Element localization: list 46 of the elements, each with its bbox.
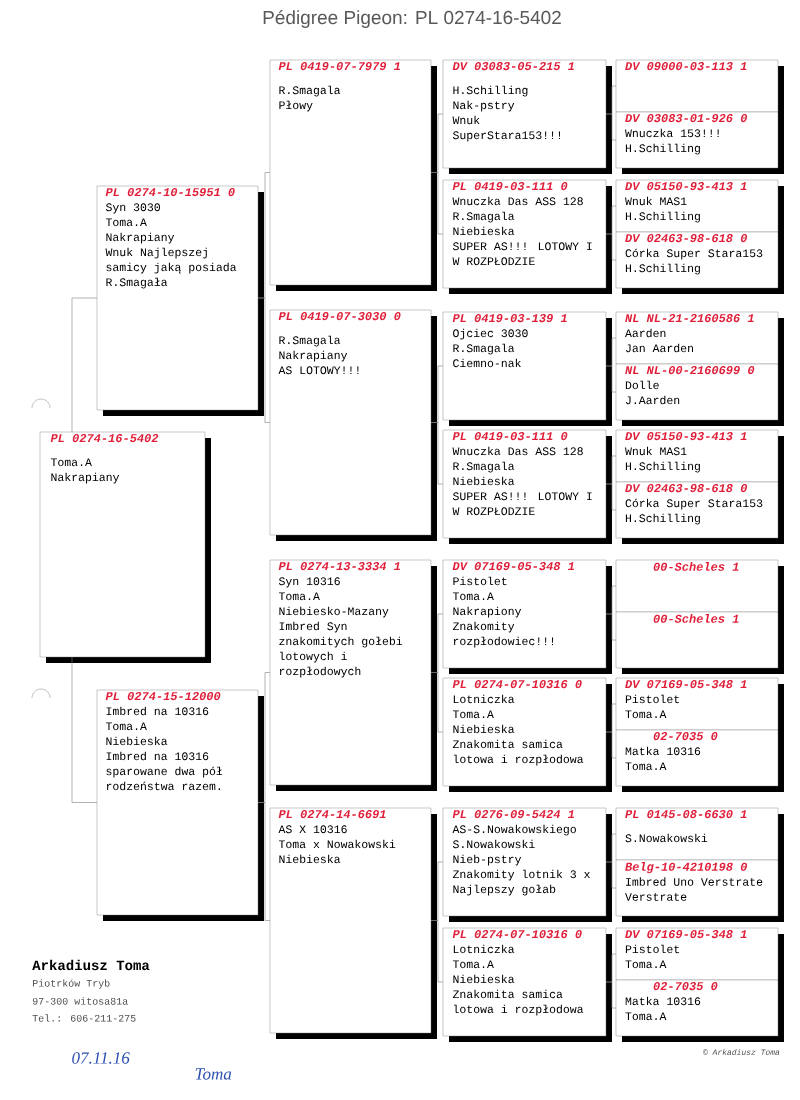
pedigree-card: PL 0274-07-10316 0 Lotniczka Toma.A Niebieska Znakomita samica lotowa i rozpłodowa — [442, 927, 612, 1042]
connector-line — [605, 233, 617, 261]
signature: Toma — [195, 1068, 232, 1080]
pedigree-card: 02-7035 0 Matka 10316 Toma.A — [615, 729, 784, 792]
connector-line — [605, 861, 617, 889]
connector-line — [605, 365, 617, 393]
pedigree-card: PL 0419-03-111 0 Wnuczka Das ASS 128 R.Smagala Niebieska SUPER AS!!! LOTOWY I W ROZPŁODZIE — [442, 429, 612, 544]
pedigree-card: PL 0274-16-5402 Toma.A Nakrapiany — [39, 431, 211, 663]
pedigree-card: Belg-10-4210198 0 Imbred Uno Verstrate Verstrate — [615, 859, 784, 922]
pedigree-card: PL 0274-13-3334 1 Syn 10316 Toma.A Niebiesko-Mazany Imbred Syn znakomitych gołebi lotowych i rozpłodowych — [269, 559, 437, 791]
pedigree-card: DV 02463-98-618 0 Córka Super Stara153 H.Schilling — [615, 231, 784, 294]
pedigree-card: PL 0274-15-12000 Imbred na 10316 Toma.A Niebieska Imbred na 10316 sparowane dwa pół rodzeństwa razem. — [96, 689, 264, 921]
pedigree-card: DV 07169-05-348 1 Pistolet Toma.A Nakrapiony Znakomity rozpłodowiec!!! — [442, 559, 612, 674]
pedigree-card: PL 0419-03-111 0 Wnuczka Das ASS 128 R.Smagala Niebieska SUPER AS!!! LOTOWY I W ROZPŁODZIE — [442, 179, 612, 294]
pedigree-card: PL 0276-09-5424 1 AS-S.Nowakowskiego S.Nowakowski Nieb-pstry Znakomity lotnik 3 x Najlepszy gołab — [442, 807, 612, 922]
connector-line — [605, 483, 617, 511]
connector-line — [605, 113, 617, 141]
connector-line — [71, 297, 98, 433]
connector-line — [71, 656, 98, 803]
pedigree-card: 02-7035 0 Matka 10316 Toma.A — [615, 979, 784, 1042]
pedigree-card: NL NL-00-2160699 0 Dolle J.Aarden — [615, 363, 784, 426]
connector-line — [257, 297, 271, 423]
connector-line — [605, 981, 617, 1009]
pedigree-card: DV 03083-01-926 0 Wnuczka 153!!! H.Schilling — [615, 111, 784, 174]
pedigree-card: DV 02463-98-618 0 Córka Super Stara153 H.Schilling — [615, 481, 784, 544]
phone-number: Tel.: 606-211-275 — [32, 1014, 136, 1022]
pedigree-card: PL 0274-10-15951 0 Syn 3030 Toma.A Nakrapiany Wnuk Najlepszej samicy jaką posiada R.Smagała — [96, 185, 264, 416]
connector-line — [430, 920, 444, 983]
pedigree-card: PL 0419-07-7979 1 R.Smagala Płowy — [269, 59, 437, 291]
pedigree-card: PL 0274-14-6691 AS X 10316 Toma x Nowakowski Niebieska — [269, 807, 437, 1039]
pedigree-card: PL 0274-07-10316 0 Lotniczka Toma.A Niebieska Znakomita samica lotowa i rozpłodowa — [442, 677, 612, 792]
pedigree-card: DV 03083-05-215 1 H.Schilling Nak-pstry Wnuk SuperStara153!!! — [442, 59, 612, 174]
address-line: Piotrków Tryb — [33, 979, 110, 989]
pedigree-card: PL 0419-07-3030 0 R.Smagala Nakrapiany AS LOTOWY!!! — [269, 309, 437, 541]
connector-line — [605, 613, 617, 641]
connector-line — [430, 172, 444, 235]
connector-line — [605, 731, 617, 759]
connector-line — [257, 802, 271, 921]
address-line: 97-300 witosa81a — [32, 997, 128, 1005]
breeder-name: Arkadiusz Toma — [32, 959, 150, 971]
page-title: Pédigree Pigeon: PL 0274-16-5402 — [263, 10, 561, 28]
handwritten-date: 07.11.16 — [72, 1052, 130, 1064]
pedigree-card: 00-Scheles 1 — [615, 611, 784, 674]
connector-line — [430, 672, 444, 733]
connector-line — [430, 422, 444, 485]
pedigree-card: PL 0419-03-139 1 Ojciec 3030 R.Smagala Ciemno-nak — [442, 311, 612, 426]
